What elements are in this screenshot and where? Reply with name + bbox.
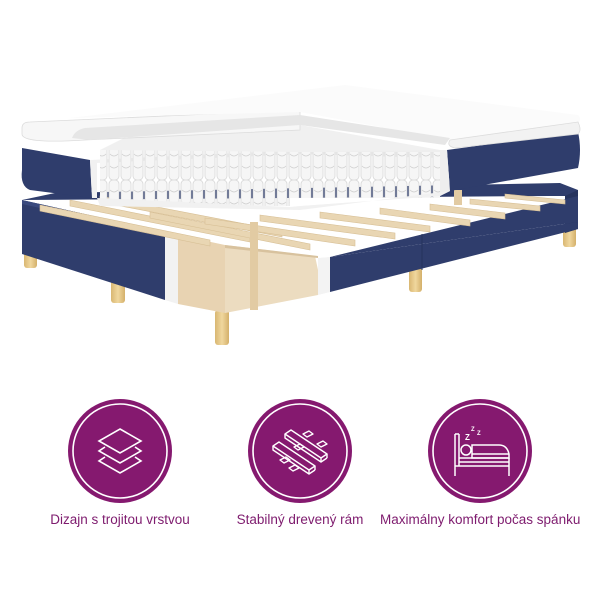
svg-text:Z: Z	[477, 431, 481, 437]
feature-max-comfort: Z Z Z Maximálny komfort počas spánku	[380, 395, 580, 545]
topper	[21, 85, 581, 149]
mattress	[21, 125, 580, 210]
feature-label: Maximálny komfort počas spánku	[380, 512, 581, 527]
feature-label: Dizajn s trojitou vrstvou	[50, 512, 190, 527]
features-row: Dizajn s trojitou vrstvou	[0, 395, 600, 545]
sleeping-bed-icon: Z Z Z	[428, 399, 532, 503]
feature-wooden-frame: Stabilný drevený rám	[200, 395, 400, 545]
feature-label: Stabilný drevený rám	[236, 512, 364, 527]
feature-triple-layer: Dizajn s trojitou vrstvou	[20, 395, 220, 545]
product-image	[21, 85, 581, 345]
svg-text:Z: Z	[465, 433, 470, 442]
wooden-frame-icon	[248, 399, 352, 503]
layers-icon	[68, 399, 172, 503]
svg-text:Z: Z	[471, 427, 475, 433]
